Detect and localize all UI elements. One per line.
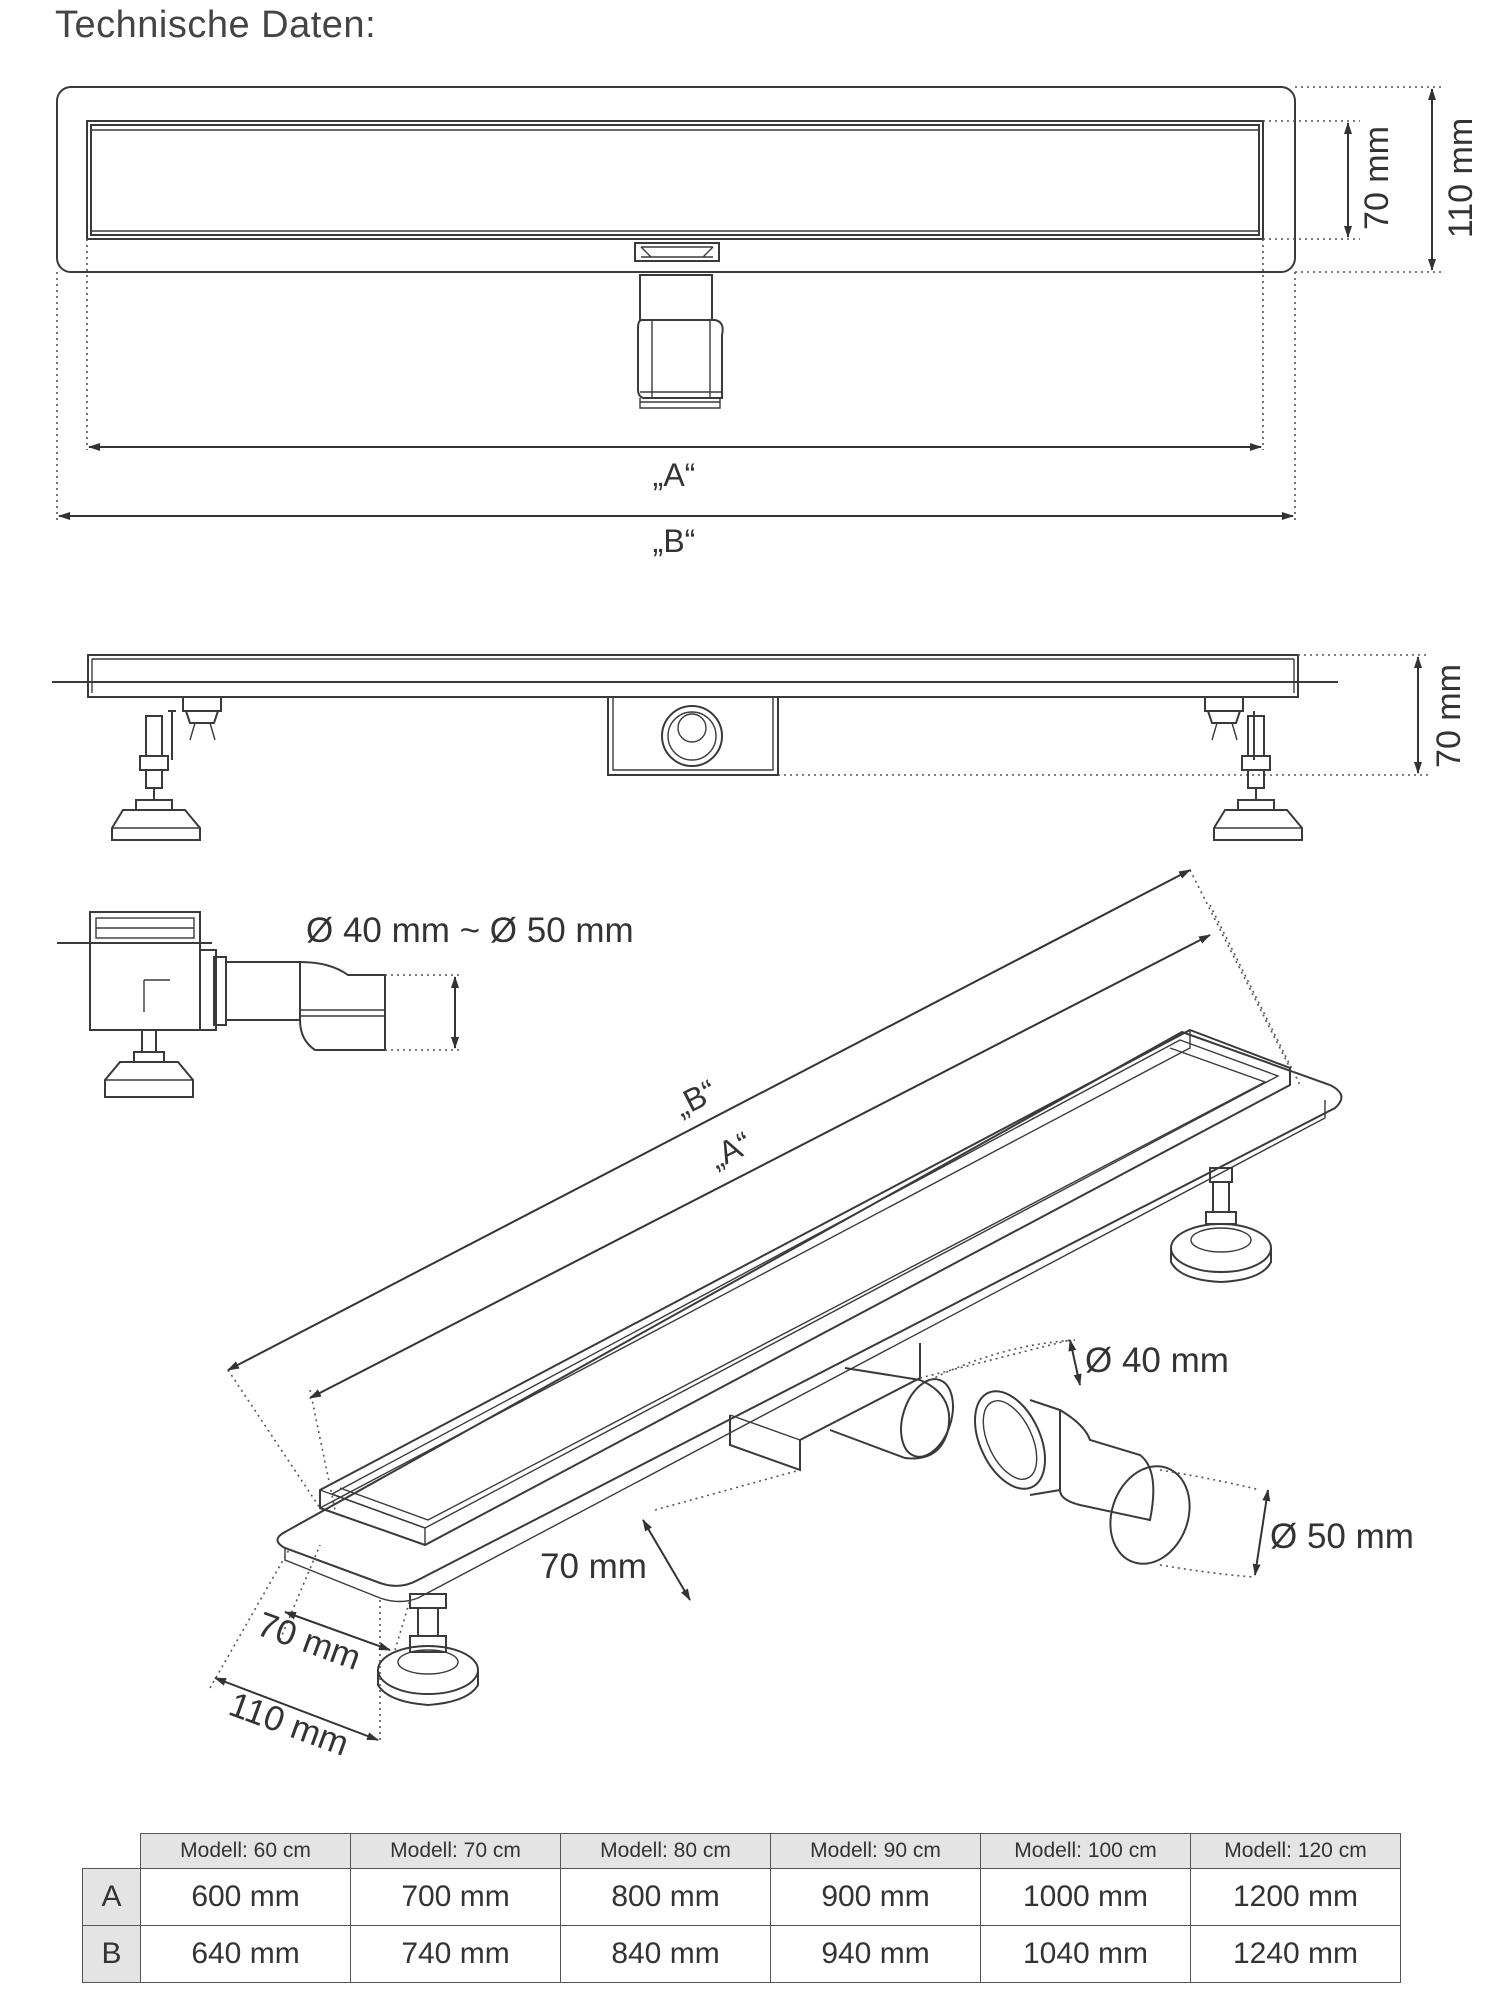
label-inner-height: 70 mm	[1358, 126, 1396, 230]
isometric-view: „B“ „A“ Ø 40 mm Ø 50 mm 70 mm 70 mm 110 …	[209, 869, 1414, 1764]
spec-table-header-90: Modell: 90 cm	[770, 1833, 981, 1869]
side-view-channel	[87, 654, 1299, 698]
spec-table-row-B: B 640 mm 740 mm 840 mm 940 mm 1040 mm 12…	[82, 1925, 1401, 1983]
spec-table-row-A: A 600 mm 700 mm 800 mm 900 mm 1000 mm 12…	[82, 1868, 1401, 1926]
label-iso-40: Ø 40 mm	[1085, 1341, 1229, 1380]
spec-table-cell: 1040 mm	[980, 1925, 1191, 1983]
spec-table-cell: 800 mm	[560, 1868, 771, 1926]
outlet-section-pipe	[225, 961, 301, 1021]
label-iso-B: „B“	[668, 1072, 722, 1123]
top-view-outer-plate	[56, 86, 1296, 273]
spec-table-cell: 640 mm	[140, 1925, 351, 1983]
spec-table-cell: 1240 mm	[1190, 1925, 1401, 1983]
spec-table-cell: 1200 mm	[1190, 1868, 1401, 1926]
top-view: „A“ „B“ 70 mm 110 mm	[56, 86, 1480, 559]
label-iso-outer-width: 110 mm	[224, 1685, 354, 1764]
spec-table-cell: 840 mm	[560, 1925, 771, 1983]
side-view-outlet-box	[607, 697, 779, 776]
spec-table-row-label: B	[82, 1925, 141, 1983]
dim-line-iso-inner-width	[284, 1611, 391, 1651]
page-title: Technische Daten:	[55, 4, 377, 46]
label-outer-height: 110 mm	[1442, 118, 1480, 238]
dim-line-iso-A	[309, 934, 1211, 1399]
spec-table-header-row: Modell: 60 cm Modell: 70 cm Modell: 80 c…	[82, 1833, 1401, 1869]
spec-table-header-60: Modell: 60 cm	[140, 1833, 351, 1869]
top-view-outlet-slot	[634, 242, 720, 262]
spec-table-cell: 740 mm	[350, 1925, 561, 1983]
spec-table-header-80: Modell: 80 cm	[560, 1833, 771, 1869]
spec-table-header-100: Modell: 100 cm	[980, 1833, 1191, 1869]
iso-foot-front	[377, 1593, 479, 1707]
spec-table-cell: 940 mm	[770, 1925, 981, 1983]
top-view-grate-inner	[90, 124, 1260, 236]
label-iso-50: Ø 50 mm	[1270, 1517, 1414, 1556]
spec-table-header-70: Modell: 70 cm	[350, 1833, 561, 1869]
outlet-section-adapter	[299, 961, 386, 1051]
label-B-top: „B“	[653, 523, 696, 559]
spec-table-cell: 900 mm	[770, 1868, 981, 1926]
label-outlet-diameter: Ø 40 mm ~ Ø 50 mm	[306, 911, 634, 950]
side-view-foot-right	[1204, 696, 1303, 841]
dim-line-iso-40	[1068, 1339, 1082, 1386]
iso-outlet-pipe	[829, 1367, 951, 1460]
iso-outlet-box	[729, 1343, 921, 1472]
dim-line-iso-outer-width	[214, 1677, 379, 1741]
top-view-outlet-neck	[639, 274, 713, 321]
dim-line-iso-height	[642, 1519, 691, 1601]
side-view-foot-left	[111, 696, 222, 841]
side-view-outlet-pipe	[661, 705, 723, 767]
iso-adapter	[974, 1390, 1191, 1565]
spec-table-cell: 1000 mm	[980, 1868, 1191, 1926]
outlet-section-channel	[89, 911, 201, 1031]
top-view-grate	[86, 120, 1264, 240]
spec-table-corner	[82, 1833, 141, 1869]
top-view-outlet-body	[637, 319, 724, 399]
label-iso-inner-width: 70 mm	[252, 1605, 366, 1678]
label-iso-A: „A“	[703, 1124, 757, 1175]
outlet-section-view: Ø 40 mm ~ Ø 50 mm	[57, 911, 634, 1098]
label-A-top: „A“	[653, 457, 696, 493]
dim-line-iso-50	[1252, 1489, 1271, 1576]
side-view: 70 mm	[52, 654, 1468, 841]
spec-table-header-120: Modell: 120 cm	[1190, 1833, 1401, 1869]
label-side-height: 70 mm	[1430, 664, 1468, 768]
label-iso-height: 70 mm	[540, 1547, 647, 1586]
spec-table: Modell: 60 cm Modell: 70 cm Modell: 80 c…	[82, 1833, 1401, 1983]
spec-table-cell: 600 mm	[140, 1868, 351, 1926]
spec-table-row-label: A	[82, 1868, 141, 1926]
spec-table-cell: 700 mm	[350, 1868, 561, 1926]
iso-plate	[276, 1030, 1343, 1587]
